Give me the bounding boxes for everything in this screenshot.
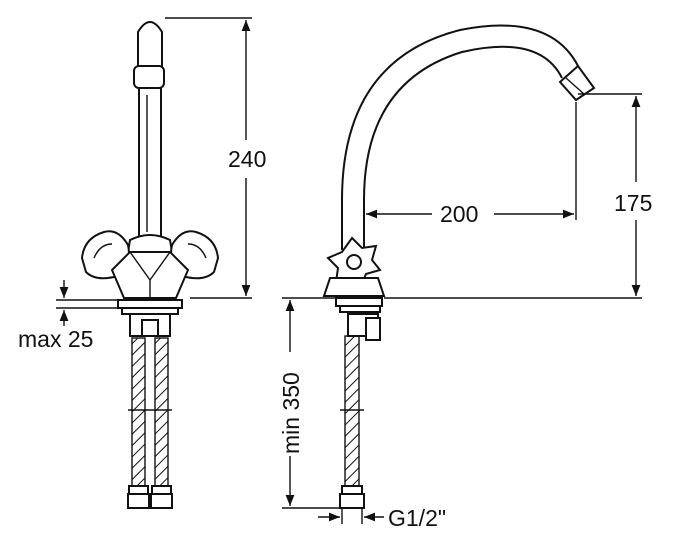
front-aerator	[133, 65, 165, 89]
front-view-faucet	[80, 21, 220, 509]
front-hose-right	[154, 337, 169, 487]
side-aerator	[558, 64, 596, 102]
front-collar	[126, 234, 174, 253]
dim-175-label: 175	[614, 190, 652, 216]
front-spout-top	[137, 21, 163, 69]
side-hose	[344, 335, 360, 487]
front-hose-left	[131, 337, 146, 487]
side-body	[322, 277, 386, 297]
dim-min350-label: min 350	[278, 372, 304, 454]
side-hose-nut	[339, 493, 365, 509]
front-stem	[138, 87, 162, 241]
side-handle-center	[346, 254, 362, 270]
dimension-spout-height: 175	[384, 93, 652, 299]
front-hose-nut-left	[127, 493, 150, 509]
side-view-faucet	[322, 24, 596, 509]
dim-240-label: 240	[228, 146, 266, 172]
dim-thread-label: G1/2"	[388, 505, 446, 531]
dimension-max-deck: max 25	[18, 280, 118, 352]
front-base-plate	[117, 299, 183, 309]
dimension-hose-length: min 350	[278, 297, 340, 509]
dim-200-label: 200	[440, 201, 478, 227]
front-hose-nut-right	[150, 493, 173, 509]
dimension-reach: 200	[366, 102, 577, 227]
side-spout-outer	[341, 24, 579, 250]
dimension-height-front: 240	[165, 17, 266, 299]
dim-max25-label: max 25	[18, 326, 93, 352]
dimension-thread: G1/2"	[318, 505, 446, 531]
side-spout-inner	[363, 45, 563, 250]
